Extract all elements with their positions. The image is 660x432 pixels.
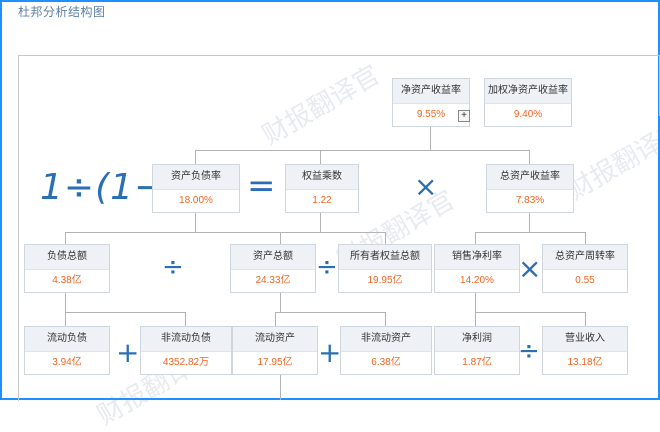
- node-roe: 净资产收益率 9.55%: [392, 78, 470, 127]
- node-label: 资产负债率: [153, 165, 239, 190]
- node-asset-turnover: 总资产周转率 0.55: [542, 244, 628, 293]
- page-title: 杜邦分析结构图: [18, 5, 106, 19]
- window-frame: [0, 0, 660, 400]
- node-total-liabilities: 负债总额 4.38亿: [24, 244, 110, 293]
- node-net-profit: 净利润 1.87亿: [434, 326, 520, 375]
- connector: [320, 150, 321, 164]
- connector: [475, 232, 476, 244]
- node-value: 3.94亿: [52, 357, 82, 368]
- node-value: 6.38亿: [371, 357, 401, 368]
- node-label: 营业收入: [543, 327, 627, 352]
- node-label: 加权净资产收益率: [485, 79, 571, 104]
- connector: [475, 292, 476, 312]
- plus-operator: +: [318, 336, 342, 369]
- node-revenue: 营业收入 13.18亿: [542, 326, 628, 375]
- node-value: 9.55%: [416, 109, 446, 120]
- node-noncurrent-liabilities: 非流动负债 4352.82万: [140, 326, 232, 375]
- connector: [585, 232, 586, 244]
- node-label: 权益乘数: [286, 165, 358, 190]
- node-roa: 总资产收益率 7.83%: [486, 164, 574, 213]
- connector: [65, 292, 66, 312]
- divide-operator: ÷: [518, 336, 540, 366]
- node-value: 18.00%: [179, 195, 213, 206]
- node-label: 净利润: [435, 327, 519, 352]
- node-total-assets: 资产总额 24.33亿: [230, 244, 316, 293]
- node-value: 7.83%: [515, 195, 545, 206]
- connector: [280, 232, 281, 244]
- connector: [430, 125, 431, 150]
- connector: [529, 150, 530, 164]
- connector: [529, 210, 530, 232]
- node-value: 13.18亿: [567, 357, 603, 368]
- node-value: 14.20%: [460, 275, 494, 286]
- node-value: 1.87亿: [462, 357, 492, 368]
- connector: [65, 232, 66, 244]
- node-label: 负债总额: [25, 245, 109, 270]
- multiply-operator: ×: [518, 252, 542, 285]
- connector: [185, 312, 186, 326]
- node-owners-equity: 所有者权益总额 19.95亿: [338, 244, 432, 293]
- connector: [65, 312, 66, 326]
- node-label: 流动资产: [233, 327, 317, 352]
- divide-operator: ÷: [162, 252, 184, 282]
- node-label: 总资产收益率: [487, 165, 573, 190]
- node-debt-ratio: 资产负债率 18.00%: [152, 164, 240, 213]
- connector: [280, 375, 281, 400]
- node-value: 17.95亿: [257, 357, 293, 368]
- connector: [195, 150, 196, 164]
- node-value: 4352.82万: [162, 357, 210, 368]
- connector: [320, 210, 321, 232]
- node-value: 0.55: [575, 275, 595, 286]
- node-net-margin: 销售净利率 14.20%: [434, 244, 520, 293]
- node-value: 24.33亿: [255, 275, 291, 286]
- connector: [385, 232, 386, 244]
- divide-operator: ÷: [316, 252, 338, 282]
- node-value: 1.22: [312, 195, 332, 206]
- connector: [195, 150, 529, 151]
- connector: [195, 210, 196, 232]
- node-label: 资产总额: [231, 245, 315, 270]
- node-label: 净资产收益率: [393, 79, 469, 104]
- node-equity-multiplier: 权益乘数 1.22: [285, 164, 359, 213]
- connector: [280, 232, 385, 233]
- node-label: 总资产周转率: [543, 245, 627, 270]
- node-weighted-roe: 加权净资产收益率 9.40%: [484, 78, 572, 127]
- connector: [275, 312, 276, 326]
- node-value: 9.40%: [513, 109, 543, 120]
- multiply-operator: ×: [414, 170, 438, 203]
- node-current-assets: 流动资产 17.95亿: [232, 326, 318, 375]
- connector: [65, 232, 280, 233]
- node-noncurrent-assets: 非流动资产 6.38亿: [340, 326, 432, 375]
- node-label: 销售净利率: [435, 245, 519, 270]
- node-label: 非流动负债: [141, 327, 231, 352]
- connector: [385, 312, 386, 326]
- node-current-liabilities: 流动负债 3.94亿: [24, 326, 110, 375]
- connector: [65, 312, 185, 313]
- connector: [475, 312, 476, 326]
- connector: [585, 312, 586, 326]
- connector: [475, 232, 585, 233]
- node-value: 4.38亿: [52, 275, 82, 286]
- connector: [275, 312, 385, 313]
- node-value: 19.95亿: [367, 275, 403, 286]
- node-label: 非流动资产: [341, 327, 431, 352]
- equals-operator: =: [247, 166, 276, 206]
- plus-operator: +: [116, 336, 140, 369]
- connector: [475, 312, 585, 313]
- connector: [280, 292, 281, 312]
- node-label: 所有者权益总额: [339, 245, 431, 270]
- formula-prefix: 1÷(1−: [40, 167, 166, 208]
- node-label: 流动负债: [25, 327, 109, 352]
- expand-button[interactable]: +: [458, 110, 470, 122]
